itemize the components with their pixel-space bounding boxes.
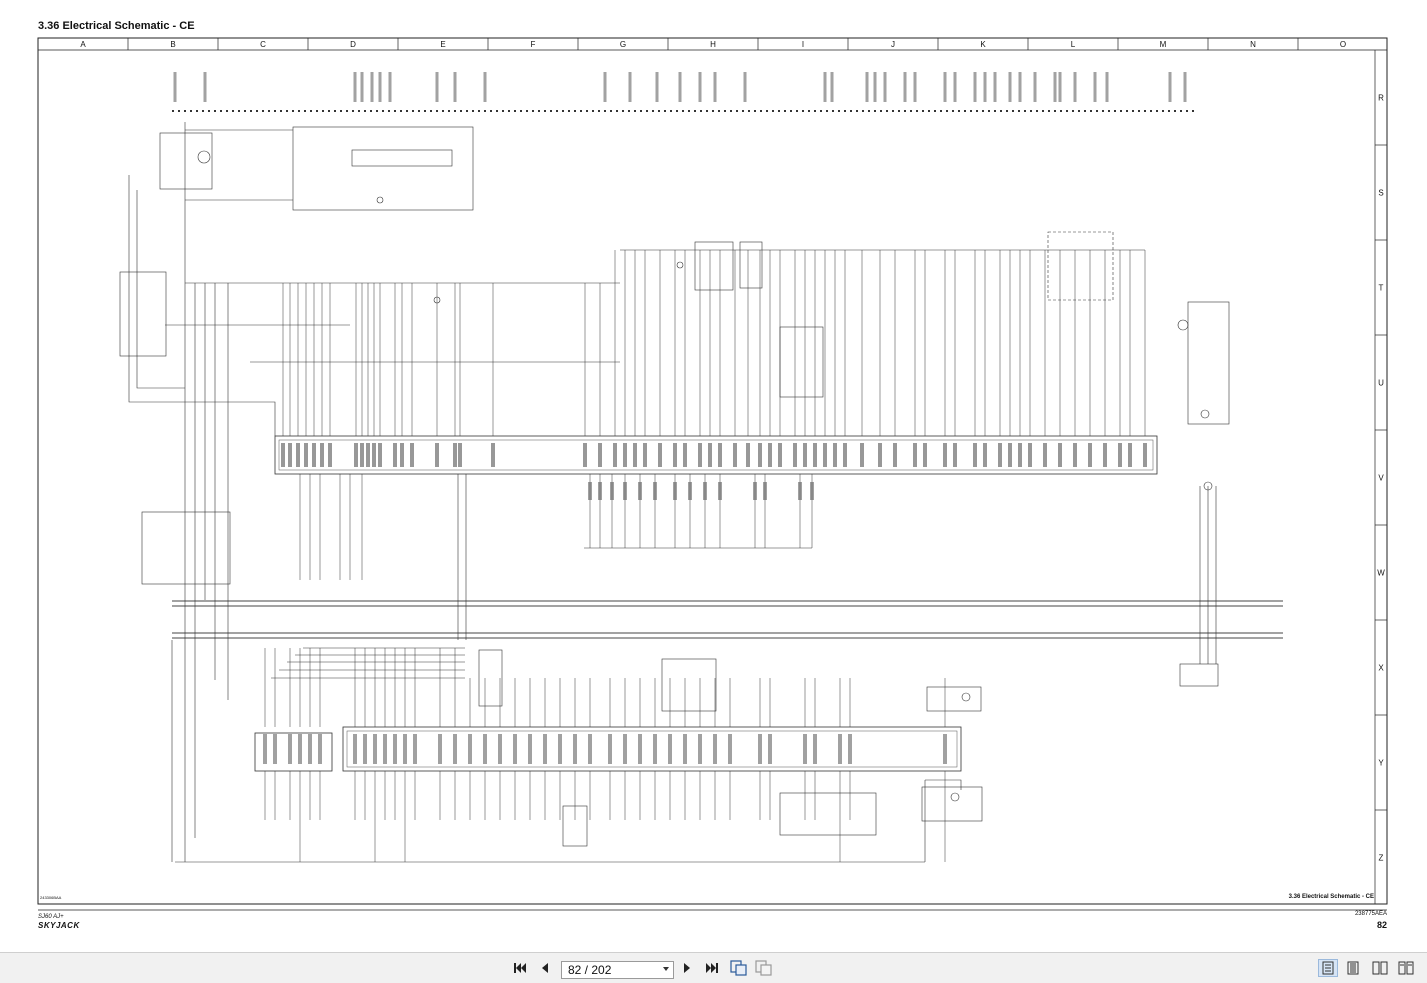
row-letter: R: [1378, 94, 1384, 103]
first-page-icon: [514, 963, 526, 973]
rotate-button[interactable]: [729, 959, 749, 977]
facing-view-icon: [1372, 961, 1388, 975]
row-letter: W: [1377, 569, 1385, 578]
electrical-schematic-drawing: A B C D E F G H I J K L M N O R S T U V W X Y Z: [37, 37, 1388, 911]
row-letter: U: [1378, 379, 1384, 388]
chevron-down-icon: [663, 967, 669, 971]
top-wire-labels: [173, 72, 1187, 102]
column-letter: M: [1160, 40, 1167, 49]
connector-block-small: [254, 732, 333, 772]
row-letter: Z: [1379, 854, 1384, 863]
skyjack-logo: SKYJACK: [38, 921, 80, 930]
column-letters: A B C D E F G H I J K L M N O: [80, 40, 1346, 49]
previous-page-icon: [542, 963, 548, 973]
cover-view-button[interactable]: [1396, 959, 1416, 977]
column-letter: K: [980, 40, 986, 49]
row-letter: T: [1379, 284, 1384, 293]
first-page-button[interactable]: [510, 959, 530, 977]
row-letter: X: [1378, 664, 1384, 673]
column-letter: B: [170, 40, 175, 49]
row-letters: R S T U V W X Y Z: [1377, 94, 1385, 863]
last-page-button[interactable]: [702, 959, 722, 977]
row-letter: V: [1378, 474, 1384, 483]
single-page-view-icon: [1322, 961, 1334, 975]
next-page-icon: [684, 963, 690, 973]
column-letter: A: [80, 40, 86, 49]
column-letter: G: [620, 40, 626, 49]
upper-wiring: [281, 250, 1147, 580]
column-letter: H: [710, 40, 716, 49]
footer-section-title: 3.36 Electrical Schematic - CE: [1288, 894, 1374, 900]
last-page-icon: [706, 963, 718, 973]
column-letter: J: [891, 40, 895, 49]
column-grid-ticks: [127, 38, 1299, 50]
column-letter: L: [1071, 40, 1076, 49]
rotate-icon: [730, 960, 747, 976]
cover-view-icon: [1398, 961, 1414, 975]
column-letter: O: [1340, 40, 1346, 49]
pdf-viewer-toolbar: 82 / 202: [0, 952, 1427, 983]
connector-block-upper: [274, 435, 1158, 475]
row-letter: S: [1378, 189, 1383, 198]
column-letter: E: [440, 40, 445, 49]
footer-model: SJ60 AJ+: [38, 914, 64, 920]
column-letter: F: [531, 40, 536, 49]
misc-wiring: [128, 122, 1217, 863]
fit-page-button[interactable]: [754, 959, 774, 977]
facing-view-button[interactable]: [1370, 959, 1390, 977]
previous-page-button[interactable]: [535, 959, 555, 977]
column-letter: D: [350, 40, 356, 49]
column-letter: N: [1250, 40, 1256, 49]
single-page-view-button[interactable]: [1318, 959, 1338, 977]
connector-block-lower: [342, 726, 962, 772]
page-title: 3.36 Electrical Schematic - CE: [38, 20, 195, 32]
continuous-view-button[interactable]: [1343, 959, 1363, 977]
fit-page-icon: [755, 960, 772, 976]
column-letter: I: [802, 40, 804, 49]
row-letter: Y: [1378, 759, 1384, 768]
schematic-frame: [37, 37, 1388, 905]
page-number: 82: [1376, 920, 1387, 930]
drawing-number: 243306BAA: [40, 895, 62, 900]
column-letter: C: [260, 40, 266, 49]
lower-wiring: [263, 647, 947, 862]
next-page-button[interactable]: [677, 959, 697, 977]
footer-document-code: 238775AEA: [1354, 911, 1387, 917]
continuous-view-icon: [1347, 961, 1359, 975]
row-grid-ticks: [1375, 144, 1387, 811]
page-number-select[interactable]: 82 / 202: [561, 961, 674, 979]
page-indicator: 82 / 202: [568, 963, 612, 977]
pdf-page: A B C D E F G H I J K L M N O R S T U V W X Y Z: [37, 20, 1388, 930]
